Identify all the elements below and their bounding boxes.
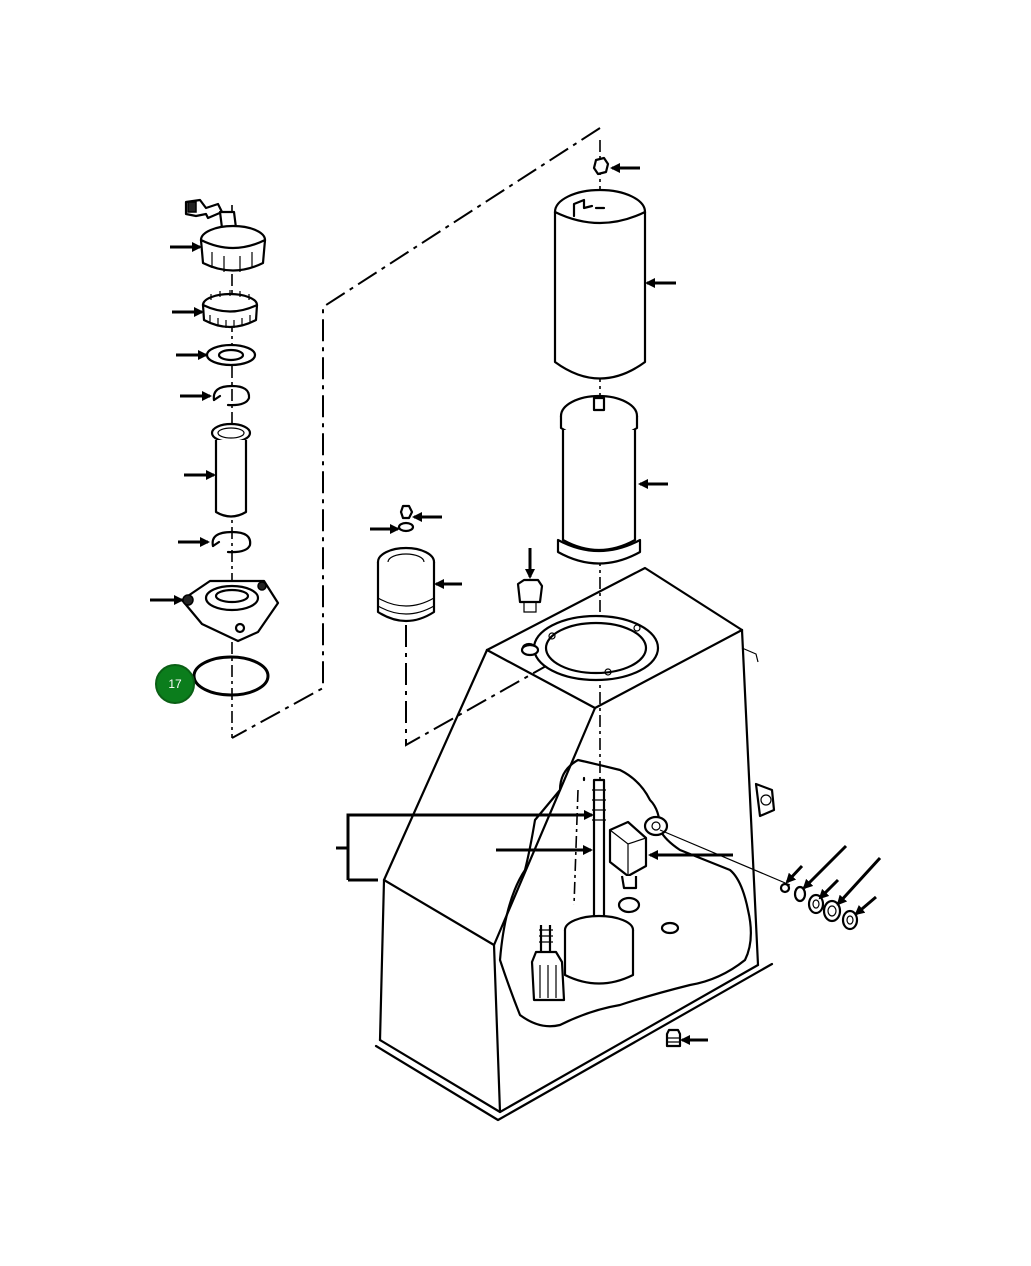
flat-washer (205, 343, 257, 367)
o-ring-gasket (192, 655, 270, 697)
filler-neck-flange (180, 579, 280, 643)
bracket-leader (336, 813, 590, 882)
filter-cover (553, 188, 647, 380)
reservoir-tank (374, 566, 776, 1122)
tank-cutaway (498, 758, 752, 1028)
locking-ring (201, 290, 259, 329)
small-nut (397, 504, 415, 533)
retaining-ring-lower (211, 530, 252, 554)
filter-element (556, 394, 642, 565)
nut-top (592, 156, 610, 176)
filler-tube (210, 422, 252, 518)
callout-17[interactable]: 17 (155, 664, 195, 704)
drain-plug (665, 1028, 682, 1048)
cartridge-filter (376, 546, 436, 623)
retaining-ring-upper (212, 384, 251, 407)
fill-cap (184, 198, 267, 272)
leader-arrows (150, 163, 882, 1045)
wire-lead (659, 829, 791, 886)
hardware-stack (779, 882, 859, 931)
